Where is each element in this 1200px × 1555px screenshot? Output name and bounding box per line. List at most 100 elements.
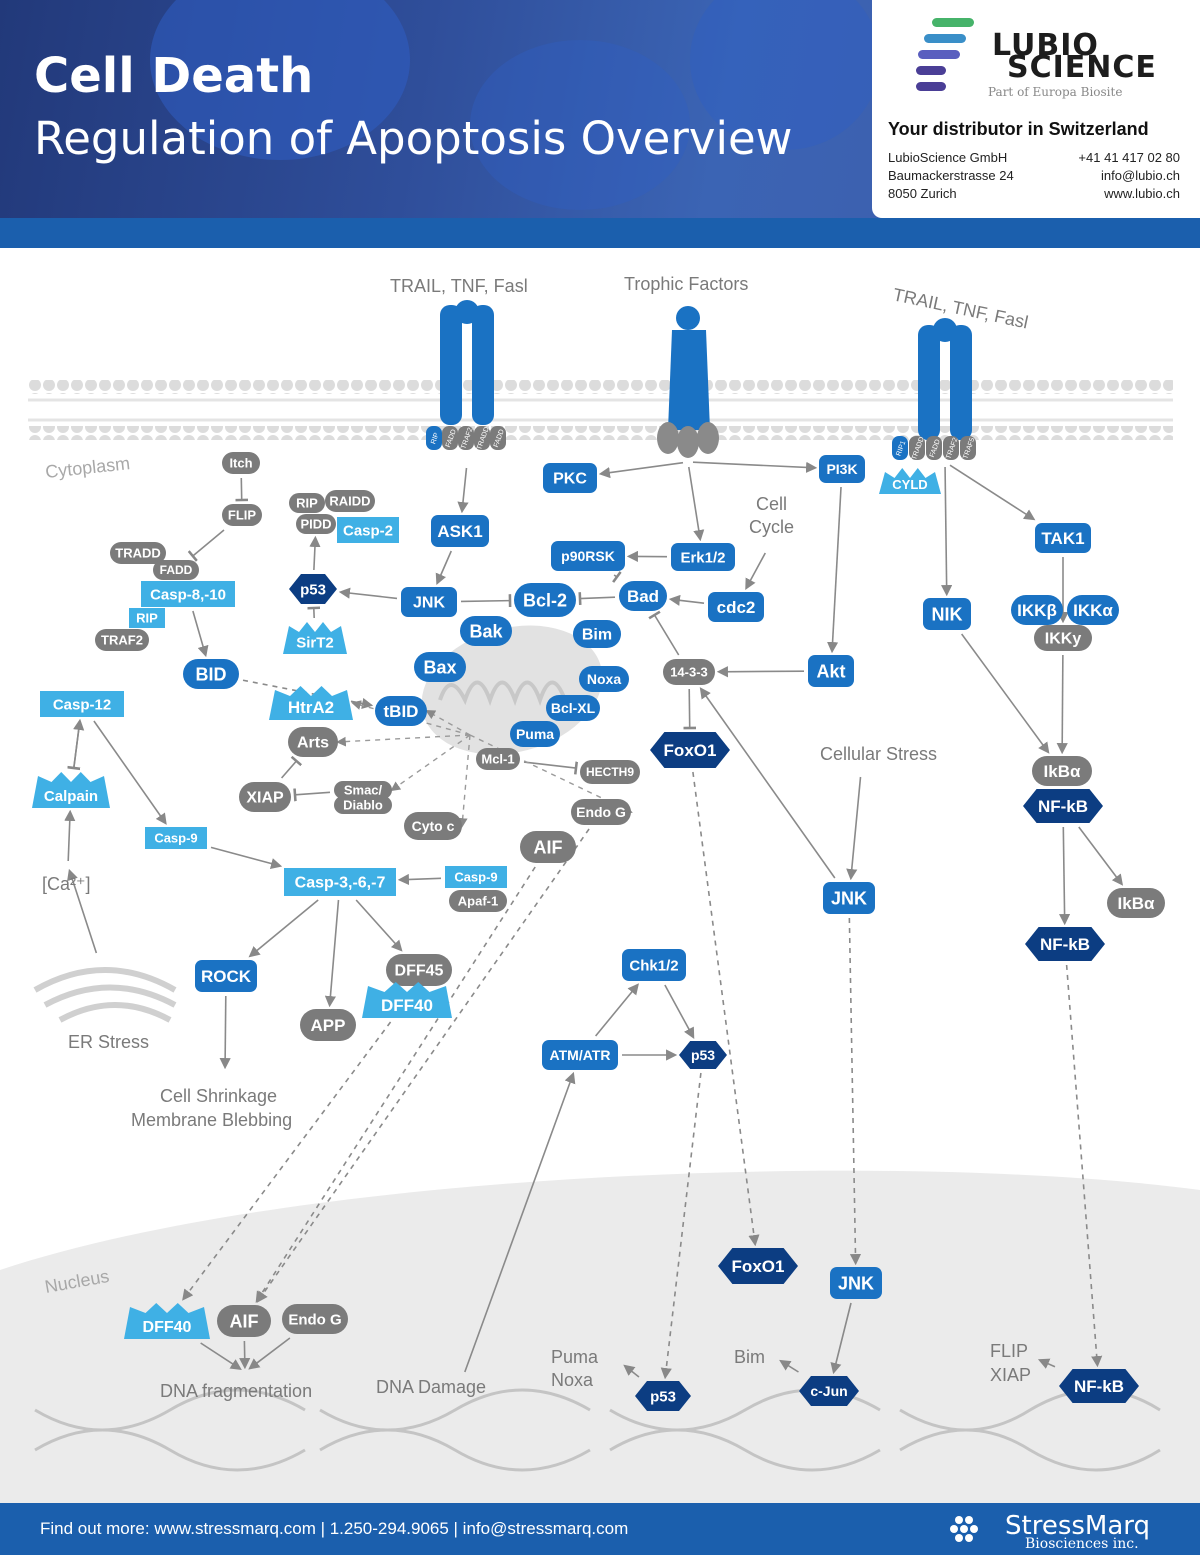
- node-bax: Bax: [414, 652, 466, 682]
- node-label-pidd: PIDD: [300, 517, 331, 532]
- edge-jnk2-to-jnk3: [848, 917, 862, 1266]
- node-smac1: Smac/: [334, 781, 392, 799]
- node-label-casp9b: Casp-9: [454, 870, 497, 885]
- node-cytoc: Cyto c: [404, 812, 462, 840]
- node-raidd: RAIDD: [325, 490, 375, 512]
- node-bim: Bim: [573, 620, 621, 648]
- edge-calpain-to-casp12: [73, 718, 85, 769]
- node-endog2: Endo G: [282, 1304, 348, 1334]
- node-p1433: 14-3-3: [663, 659, 715, 685]
- cell-cycle-label-1: Cell: [756, 494, 787, 514]
- footer-contact-text[interactable]: Find out more: www.stressmarq.com | 1.25…: [40, 1519, 629, 1538]
- node-nfkb1: NF-kB: [1023, 789, 1103, 823]
- node-shape-p53a: [289, 574, 337, 604]
- node-shape-p53c: [635, 1381, 691, 1411]
- node-shape-bak: [460, 616, 512, 646]
- node-sirt2: SirT2: [283, 622, 347, 654]
- node-shape-casp2: [337, 517, 399, 543]
- node-cjun: c-Jun: [799, 1376, 859, 1406]
- cell-shrinkage-label: Cell Shrinkage: [160, 1086, 277, 1106]
- footer-band: Find out more: www.stressmarq.com | 1.25…: [0, 1503, 1200, 1555]
- node-shape-dff40b: [124, 1303, 210, 1339]
- node-jnk3: JNK: [830, 1267, 882, 1299]
- node-shape-foxo1a: [650, 732, 730, 768]
- edge-nfkb1-to-nfkb2: [1058, 826, 1071, 926]
- node-shape-tradd: [110, 542, 166, 564]
- node-label-tbid: tBID: [384, 702, 419, 721]
- node-jnk2: JNK: [823, 882, 875, 914]
- node-label-ikba2: IkBα: [1118, 894, 1155, 913]
- ligand-label-middle: Trophic Factors: [624, 274, 748, 294]
- edge-casp9a-to-casp3: [210, 846, 283, 869]
- node-shape-akt: [808, 655, 854, 687]
- node-traf2: TRAF2: [95, 629, 149, 651]
- node-label-jnk2: JNK: [831, 888, 867, 908]
- edge-pi3k-to-akt: [826, 486, 842, 654]
- node-shape-aif2: [217, 1305, 271, 1337]
- node-akt: Akt: [808, 655, 854, 687]
- node-foxo1a: FoxO1: [650, 732, 730, 768]
- node-shape-rock: [195, 960, 257, 992]
- node-label-bim: Bim: [582, 627, 612, 644]
- node-ikky: IKKy: [1034, 625, 1092, 651]
- node-shape-ikky: [1034, 625, 1092, 651]
- node-casp2: Casp-2: [337, 517, 399, 543]
- node-shape-jnk2: [823, 882, 875, 914]
- node-shape-foxo1b: [718, 1248, 798, 1284]
- node-ikka: IKKα: [1067, 595, 1119, 625]
- node-label-arts: Arts: [297, 735, 329, 752]
- node-label-tradd: TRADD: [115, 546, 161, 561]
- node-label-aif1: AIF: [534, 837, 563, 857]
- header-texture: [470, 40, 690, 210]
- node-label-atm: ATM/ATR: [550, 1047, 611, 1063]
- node-label-bak: Bak: [469, 621, 503, 641]
- company-phone[interactable]: +41 41 417 02 80: [1078, 150, 1180, 165]
- dna-fragmentation-label: DNA fragmentation: [160, 1381, 312, 1401]
- logo-tagline: Part of Europa Biosite: [988, 85, 1123, 99]
- node-shape-nik: [923, 598, 971, 630]
- node-shape-flip: [222, 504, 262, 526]
- node-label-endog2: Endo G: [288, 1311, 341, 1328]
- node-label-aif2: AIF: [230, 1311, 259, 1331]
- node-shape-app: [300, 1009, 356, 1041]
- node-shape-casp9a: [145, 827, 207, 849]
- edge-recR-to-tak1: [949, 464, 1036, 521]
- pathway-edges: [64, 461, 1124, 1380]
- node-shape-cdc2: [708, 592, 764, 622]
- death-receptor-left: [440, 300, 494, 425]
- node-bak: Bak: [460, 616, 512, 646]
- company-email[interactable]: info@lubio.ch: [1101, 168, 1180, 183]
- edge-smac1-to-xiap: [293, 788, 331, 802]
- node-label-calpain: Calpain: [44, 788, 98, 805]
- node-p90rsk: p90RSK: [551, 541, 625, 571]
- node-app: APP: [300, 1009, 356, 1041]
- node-label-casp12: Casp-12: [53, 696, 111, 713]
- node-shape-pkc: [543, 463, 597, 493]
- node-shape-dff45: [386, 954, 452, 986]
- company-website[interactable]: www.lubio.ch: [1104, 186, 1180, 201]
- node-label-p53c: p53: [650, 1388, 676, 1405]
- edge-nfkb2-to-nfkb3: [1065, 964, 1103, 1368]
- edge-p1433-to-foxo1a: [683, 688, 697, 730]
- node-casp12: Casp-12: [40, 691, 124, 717]
- node-shape-pi3k: [819, 455, 865, 483]
- cytoplasm-label: Cytoplasm: [44, 453, 131, 482]
- node-shape-bim: [573, 620, 621, 648]
- node-label-akt: Akt: [816, 661, 845, 681]
- flip-output-label: FLIP: [990, 1341, 1028, 1361]
- node-endog1: Endo G: [571, 799, 631, 825]
- node-label-p53b: p53: [691, 1047, 715, 1063]
- node-shape-ask1: [431, 515, 489, 547]
- node-pidd: PIDD: [296, 514, 336, 534]
- node-shape-fadd: [153, 560, 199, 580]
- adaptor-chip: [960, 436, 976, 460]
- edge-p53a-to-pidd: [309, 535, 321, 571]
- edge-chk-to-p53b: [664, 984, 695, 1039]
- edge-casp3-to-dff45: [355, 899, 403, 952]
- node-nik: NIK: [923, 598, 971, 630]
- company-name: LubioScience GmbH: [888, 150, 1008, 165]
- adaptor-chip: [474, 426, 490, 450]
- node-label-mcl1: Mcl-1: [481, 752, 514, 767]
- node-shape-smac1: [334, 781, 392, 799]
